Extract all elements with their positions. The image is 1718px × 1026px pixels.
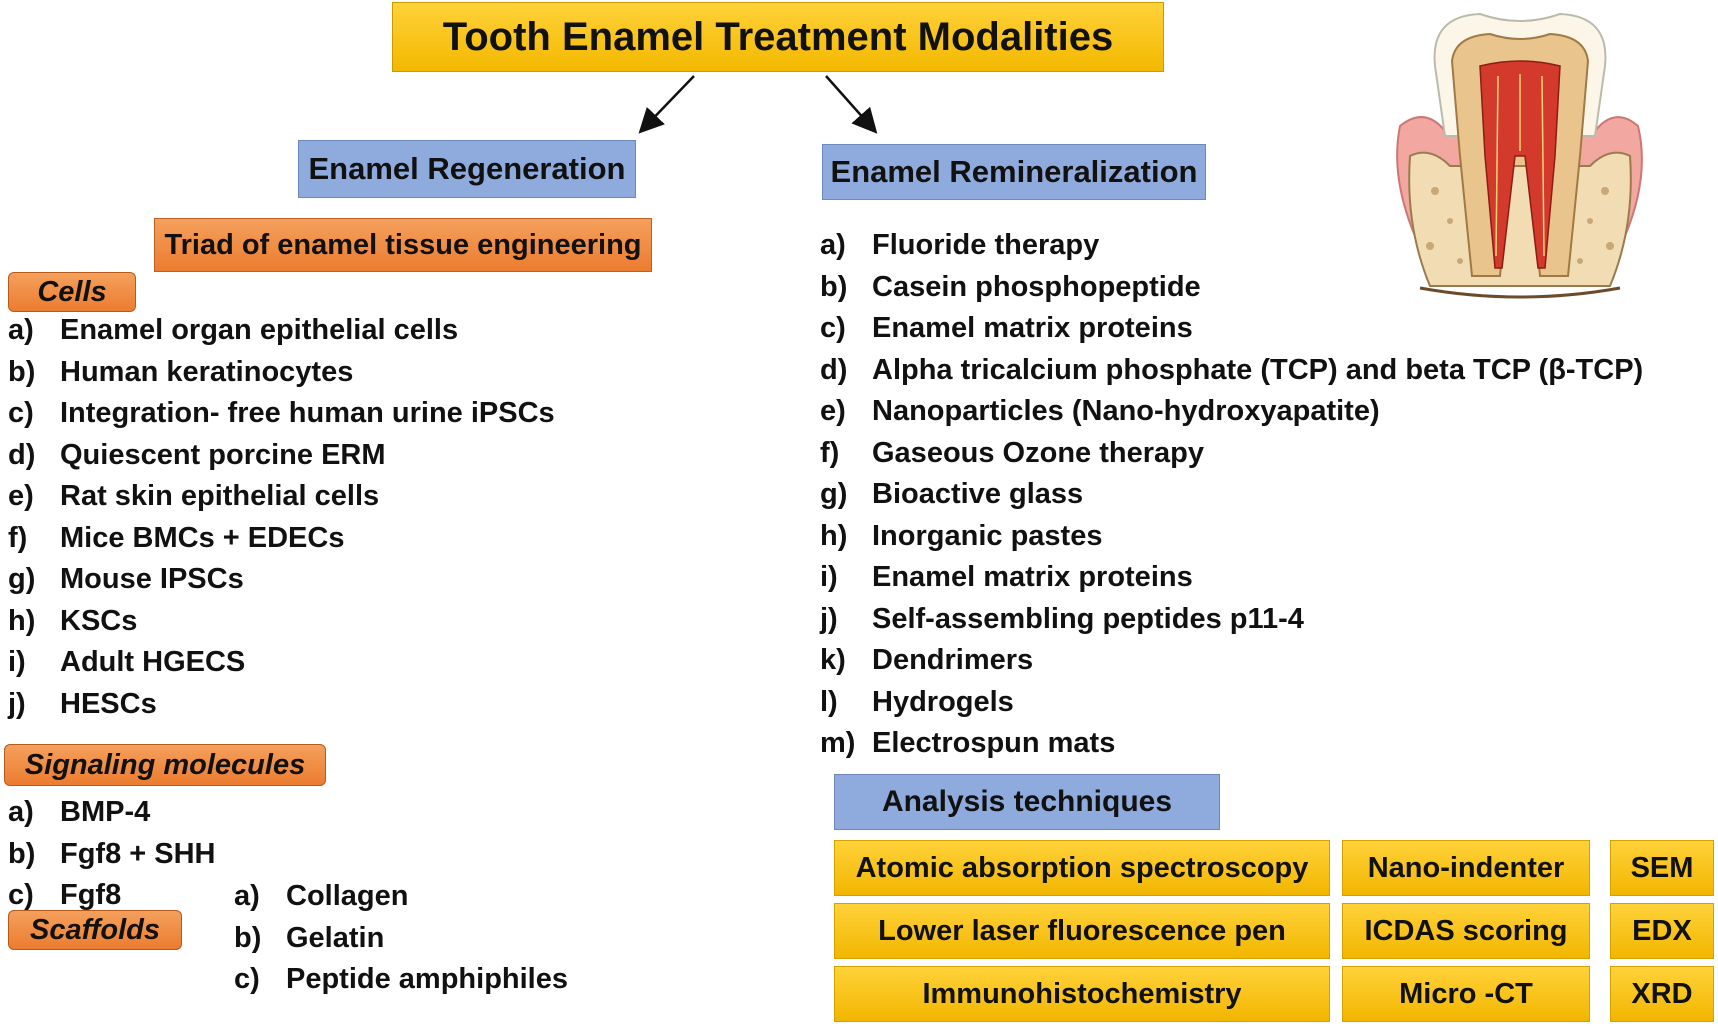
list-item: b)Gelatin bbox=[234, 921, 385, 954]
list-item: j)HESCs bbox=[8, 687, 157, 720]
scaffolds-tag: Scaffolds bbox=[8, 910, 182, 950]
list-item: c)Integration- free human urine iPSCs bbox=[8, 397, 555, 430]
enamel-regeneration-heading: Enamel Regeneration bbox=[298, 140, 636, 198]
list-item: c)Fgf8 bbox=[8, 879, 122, 912]
technique-nano-indenter: Nano-indenter bbox=[1342, 840, 1590, 896]
list-item: d)Alpha tricalcium phosphate (TCP) and b… bbox=[820, 353, 1644, 386]
list-item: d)Quiescent porcine ERM bbox=[8, 438, 386, 471]
technique-xrd: XRD bbox=[1610, 966, 1714, 1022]
technique-atomic-absorption: Atomic absorption spectroscopy bbox=[834, 840, 1330, 896]
list-item: i)Adult HGECS bbox=[8, 646, 246, 679]
technique-edx: EDX bbox=[1610, 903, 1714, 959]
list-item: a)BMP-4 bbox=[8, 796, 151, 829]
arrow-down-left-icon bbox=[638, 75, 695, 134]
list-item: k)Dendrimers bbox=[820, 644, 1034, 677]
arrow-down-right-icon bbox=[825, 75, 878, 134]
triad-heading: Triad of enamel tissue engineering bbox=[154, 218, 652, 272]
scaffolds-list: a)Collagen b)Gelatin c)Peptide amphiphil… bbox=[234, 876, 568, 1001]
list-item: h)Inorganic pastes bbox=[820, 519, 1103, 552]
list-item: e)Rat skin epithelial cells bbox=[8, 480, 380, 513]
list-item: g)Bioactive glass bbox=[820, 478, 1084, 511]
list-item: f)Mice BMCs + EDECs bbox=[8, 521, 345, 554]
list-item: c)Peptide amphiphiles bbox=[234, 963, 568, 996]
list-item: g)Mouse IPSCs bbox=[8, 563, 244, 596]
enamel-remineralization-heading: Enamel Remineralization bbox=[822, 144, 1206, 200]
list-item: j)Self-assembling peptides p11-4 bbox=[820, 602, 1304, 635]
list-item: c)Enamel matrix proteins bbox=[820, 312, 1193, 345]
list-item: b)Fgf8 + SHH bbox=[8, 837, 216, 870]
remineralization-list: a)Fluoride therapy b)Casein phosphopepti… bbox=[820, 225, 1643, 765]
analysis-techniques-heading: Analysis techniques bbox=[834, 774, 1220, 830]
cells-tag: Cells bbox=[8, 272, 136, 312]
list-item: i)Enamel matrix proteins bbox=[820, 561, 1193, 594]
list-item: a)Fluoride therapy bbox=[820, 229, 1100, 262]
list-item: e)Nanoparticles (Nano-hydroxyapatite) bbox=[820, 395, 1380, 428]
technique-sem: SEM bbox=[1610, 840, 1714, 896]
list-item: b)Human keratinocytes bbox=[8, 355, 354, 388]
list-item: a)Collagen bbox=[234, 880, 409, 913]
technique-micro-ct: Micro -CT bbox=[1342, 966, 1590, 1022]
technique-immunohistochemistry: Immunohistochemistry bbox=[834, 966, 1330, 1022]
list-item: h)KSCs bbox=[8, 604, 138, 637]
tooth-cross-section-icon bbox=[1396, 12, 1643, 299]
list-item: m)Electrospun mats bbox=[820, 727, 1116, 760]
technique-laser-fluorescence: Lower laser fluorescence pen bbox=[834, 903, 1330, 959]
signaling-list: a)BMP-4 b)Fgf8 + SHH c)Fgf8 bbox=[8, 792, 216, 917]
cells-list: a)Enamel organ epithelial cells b)Human … bbox=[8, 310, 555, 725]
list-item: a)Enamel organ epithelial cells bbox=[8, 314, 459, 347]
list-item: b)Casein phosphopeptide bbox=[820, 270, 1201, 303]
list-item: f)Gaseous Ozone therapy bbox=[820, 436, 1204, 469]
technique-icdas: ICDAS scoring bbox=[1342, 903, 1590, 959]
diagram-title: Tooth Enamel Treatment Modalities bbox=[392, 2, 1164, 72]
signaling-molecules-tag: Signaling molecules bbox=[4, 744, 326, 786]
list-item: l)Hydrogels bbox=[820, 685, 1014, 718]
